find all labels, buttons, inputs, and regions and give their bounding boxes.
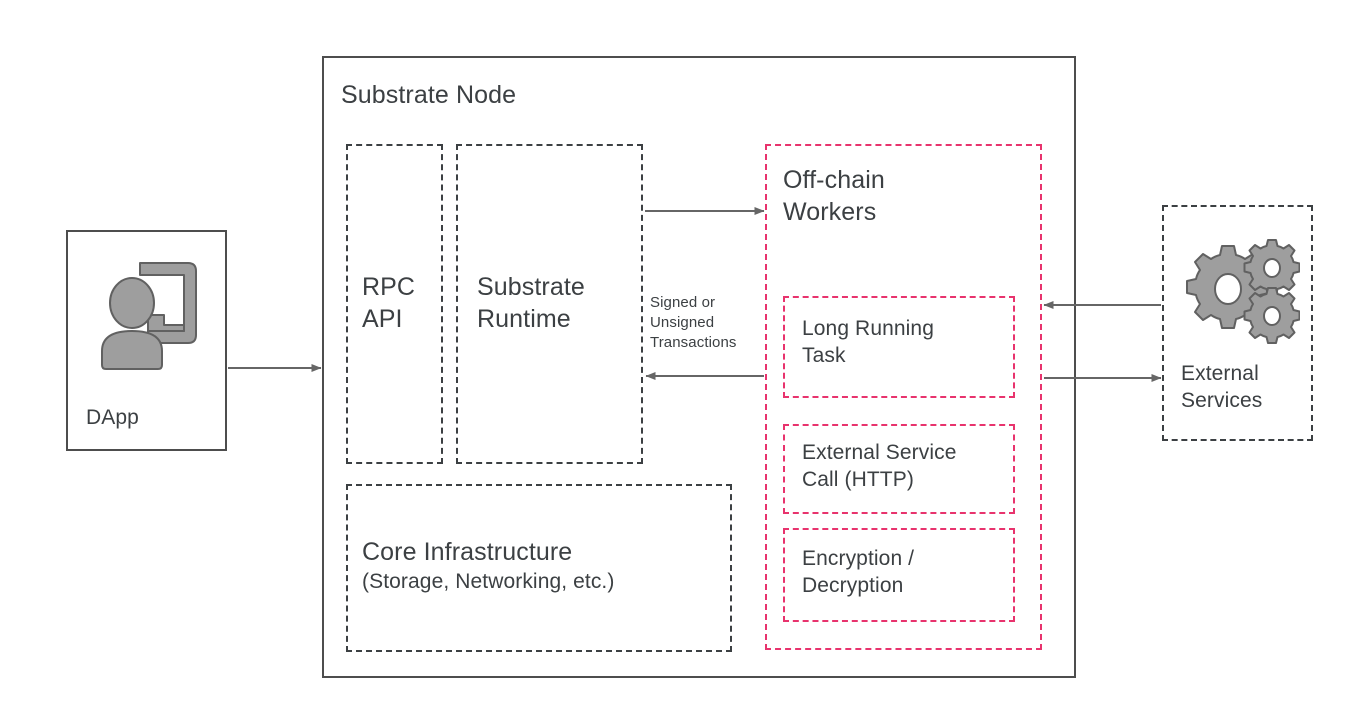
node-long-running-task[interactable] bbox=[783, 296, 1015, 398]
node-encryption-decryption-label: Encryption / Decryption bbox=[802, 547, 915, 597]
node-external-service-call-label: External Service Call (HTTP) bbox=[802, 441, 957, 491]
node-core-infrastructure[interactable] bbox=[346, 484, 732, 652]
node-offchain-workers[interactable] bbox=[765, 144, 1042, 650]
node-encryption-decryption[interactable] bbox=[783, 528, 1015, 622]
node-substrate-node[interactable] bbox=[322, 56, 1076, 678]
user-monitor-icon bbox=[96, 255, 204, 375]
node-external-services-label: External Services bbox=[1181, 362, 1263, 412]
node-external-services[interactable] bbox=[1162, 205, 1313, 441]
node-offchain-workers-label: Off-chain Workers bbox=[783, 166, 885, 226]
node-core-infrastructure-line2: (Storage, Networking, etc.) bbox=[362, 570, 615, 593]
node-external-service-call[interactable] bbox=[783, 424, 1015, 514]
node-rpc-api[interactable] bbox=[346, 144, 443, 464]
node-substrate-runtime[interactable] bbox=[456, 144, 643, 464]
node-long-running-task-label: Long Running Task bbox=[802, 317, 934, 367]
node-dapp[interactable] bbox=[66, 230, 227, 451]
node-dapp-label: DApp bbox=[86, 406, 139, 429]
node-core-infrastructure-line1: Core Infrastructure bbox=[362, 538, 573, 566]
node-rpc-api-label: RPC API bbox=[362, 273, 416, 333]
node-substrate-runtime-label: Substrate Runtime bbox=[477, 273, 585, 333]
gears-icon bbox=[1180, 234, 1301, 344]
substrate-node-title: Substrate Node bbox=[341, 81, 517, 109]
edge-label-signed-unsigned-transactions: Signed or Unsigned Transactions bbox=[650, 294, 737, 351]
